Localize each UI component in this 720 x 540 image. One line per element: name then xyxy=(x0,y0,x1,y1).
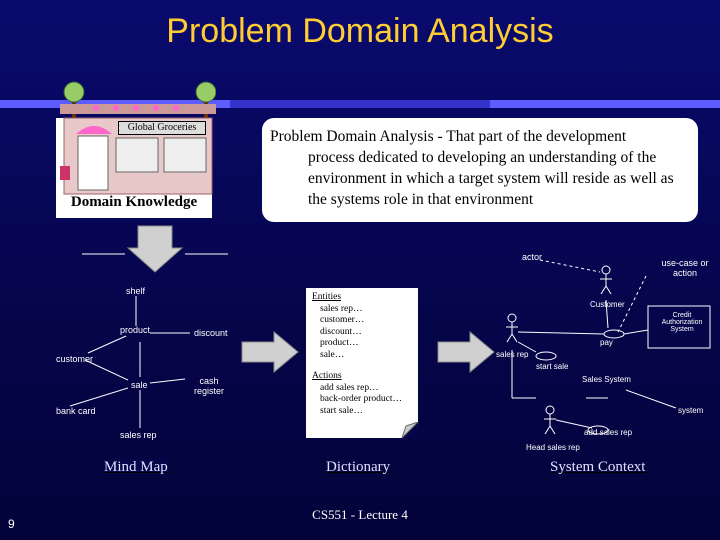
head-sales-rep-label: Head sales rep xyxy=(526,443,580,452)
system-context-diagram xyxy=(506,259,711,435)
action-item: add sales rep… xyxy=(320,382,379,393)
dictionary-text: Entities sales rep… customer… discount… … xyxy=(312,292,416,417)
page-curl-icon xyxy=(401,422,419,439)
node-customer: customer xyxy=(56,354,94,364)
node-product: product xyxy=(120,325,151,335)
slide-title: Problem Domain Analysis xyxy=(166,12,554,50)
domain-knowledge-label: Domain Knowledge xyxy=(70,194,198,210)
action-item: start sale… xyxy=(320,405,364,416)
node-bank-card: bank card xyxy=(56,406,96,416)
system-label: system xyxy=(678,406,704,415)
entity-item: discount… xyxy=(320,326,362,337)
definition-text: Problem Domain Analysis - That part of t… xyxy=(270,126,695,210)
entities-heading: Entities xyxy=(312,292,342,302)
use-case-label: use-case or action xyxy=(661,258,709,278)
node-sale: sale xyxy=(131,380,148,390)
node-discount: discount xyxy=(194,328,228,338)
mind-map-diagram xyxy=(69,296,190,428)
right-arrow-icon xyxy=(437,330,495,374)
page-number: 9 xyxy=(8,517,15,531)
right-arrow-icon xyxy=(241,330,299,374)
dictionary-caption: Dictionary xyxy=(326,459,391,475)
entity-item: product… xyxy=(320,338,359,348)
entity-item: customer… xyxy=(320,315,365,325)
start-sale-label: start sale xyxy=(536,362,569,371)
definition-rest: process dedicated to developing an under… xyxy=(308,149,674,208)
down-arrow-icon xyxy=(82,225,228,273)
actor-label: actor xyxy=(522,252,543,262)
store-sign: Global Groceries xyxy=(118,121,206,135)
definition-box xyxy=(262,118,698,222)
definition-first-line: Problem Domain Analysis - That part of t… xyxy=(270,128,627,145)
node-sales-rep: sales rep xyxy=(120,430,157,440)
sales-rep-label: sales rep xyxy=(496,350,529,359)
node-cash-register: cash register xyxy=(193,376,224,396)
customer-label: Customer xyxy=(590,300,625,309)
entity-item: sale… xyxy=(320,349,345,360)
dictionary-note xyxy=(306,288,418,438)
action-item: back-order product… xyxy=(320,394,403,404)
actions-heading: Actions xyxy=(312,371,342,381)
footer-text: CS551 - Lecture 4 xyxy=(312,507,408,522)
system-context-caption: System Context xyxy=(550,459,646,475)
pay-label: pay xyxy=(600,338,613,347)
mind-map-caption: Mind Map xyxy=(104,459,168,475)
node-shelf: shelf xyxy=(126,286,146,296)
credit-system-label: Credit Authorization System xyxy=(661,312,703,333)
sales-system-label: Sales System xyxy=(582,375,631,384)
entity-item: sales rep… xyxy=(320,303,363,314)
add-sales-rep-label: add sales rep xyxy=(584,428,633,437)
